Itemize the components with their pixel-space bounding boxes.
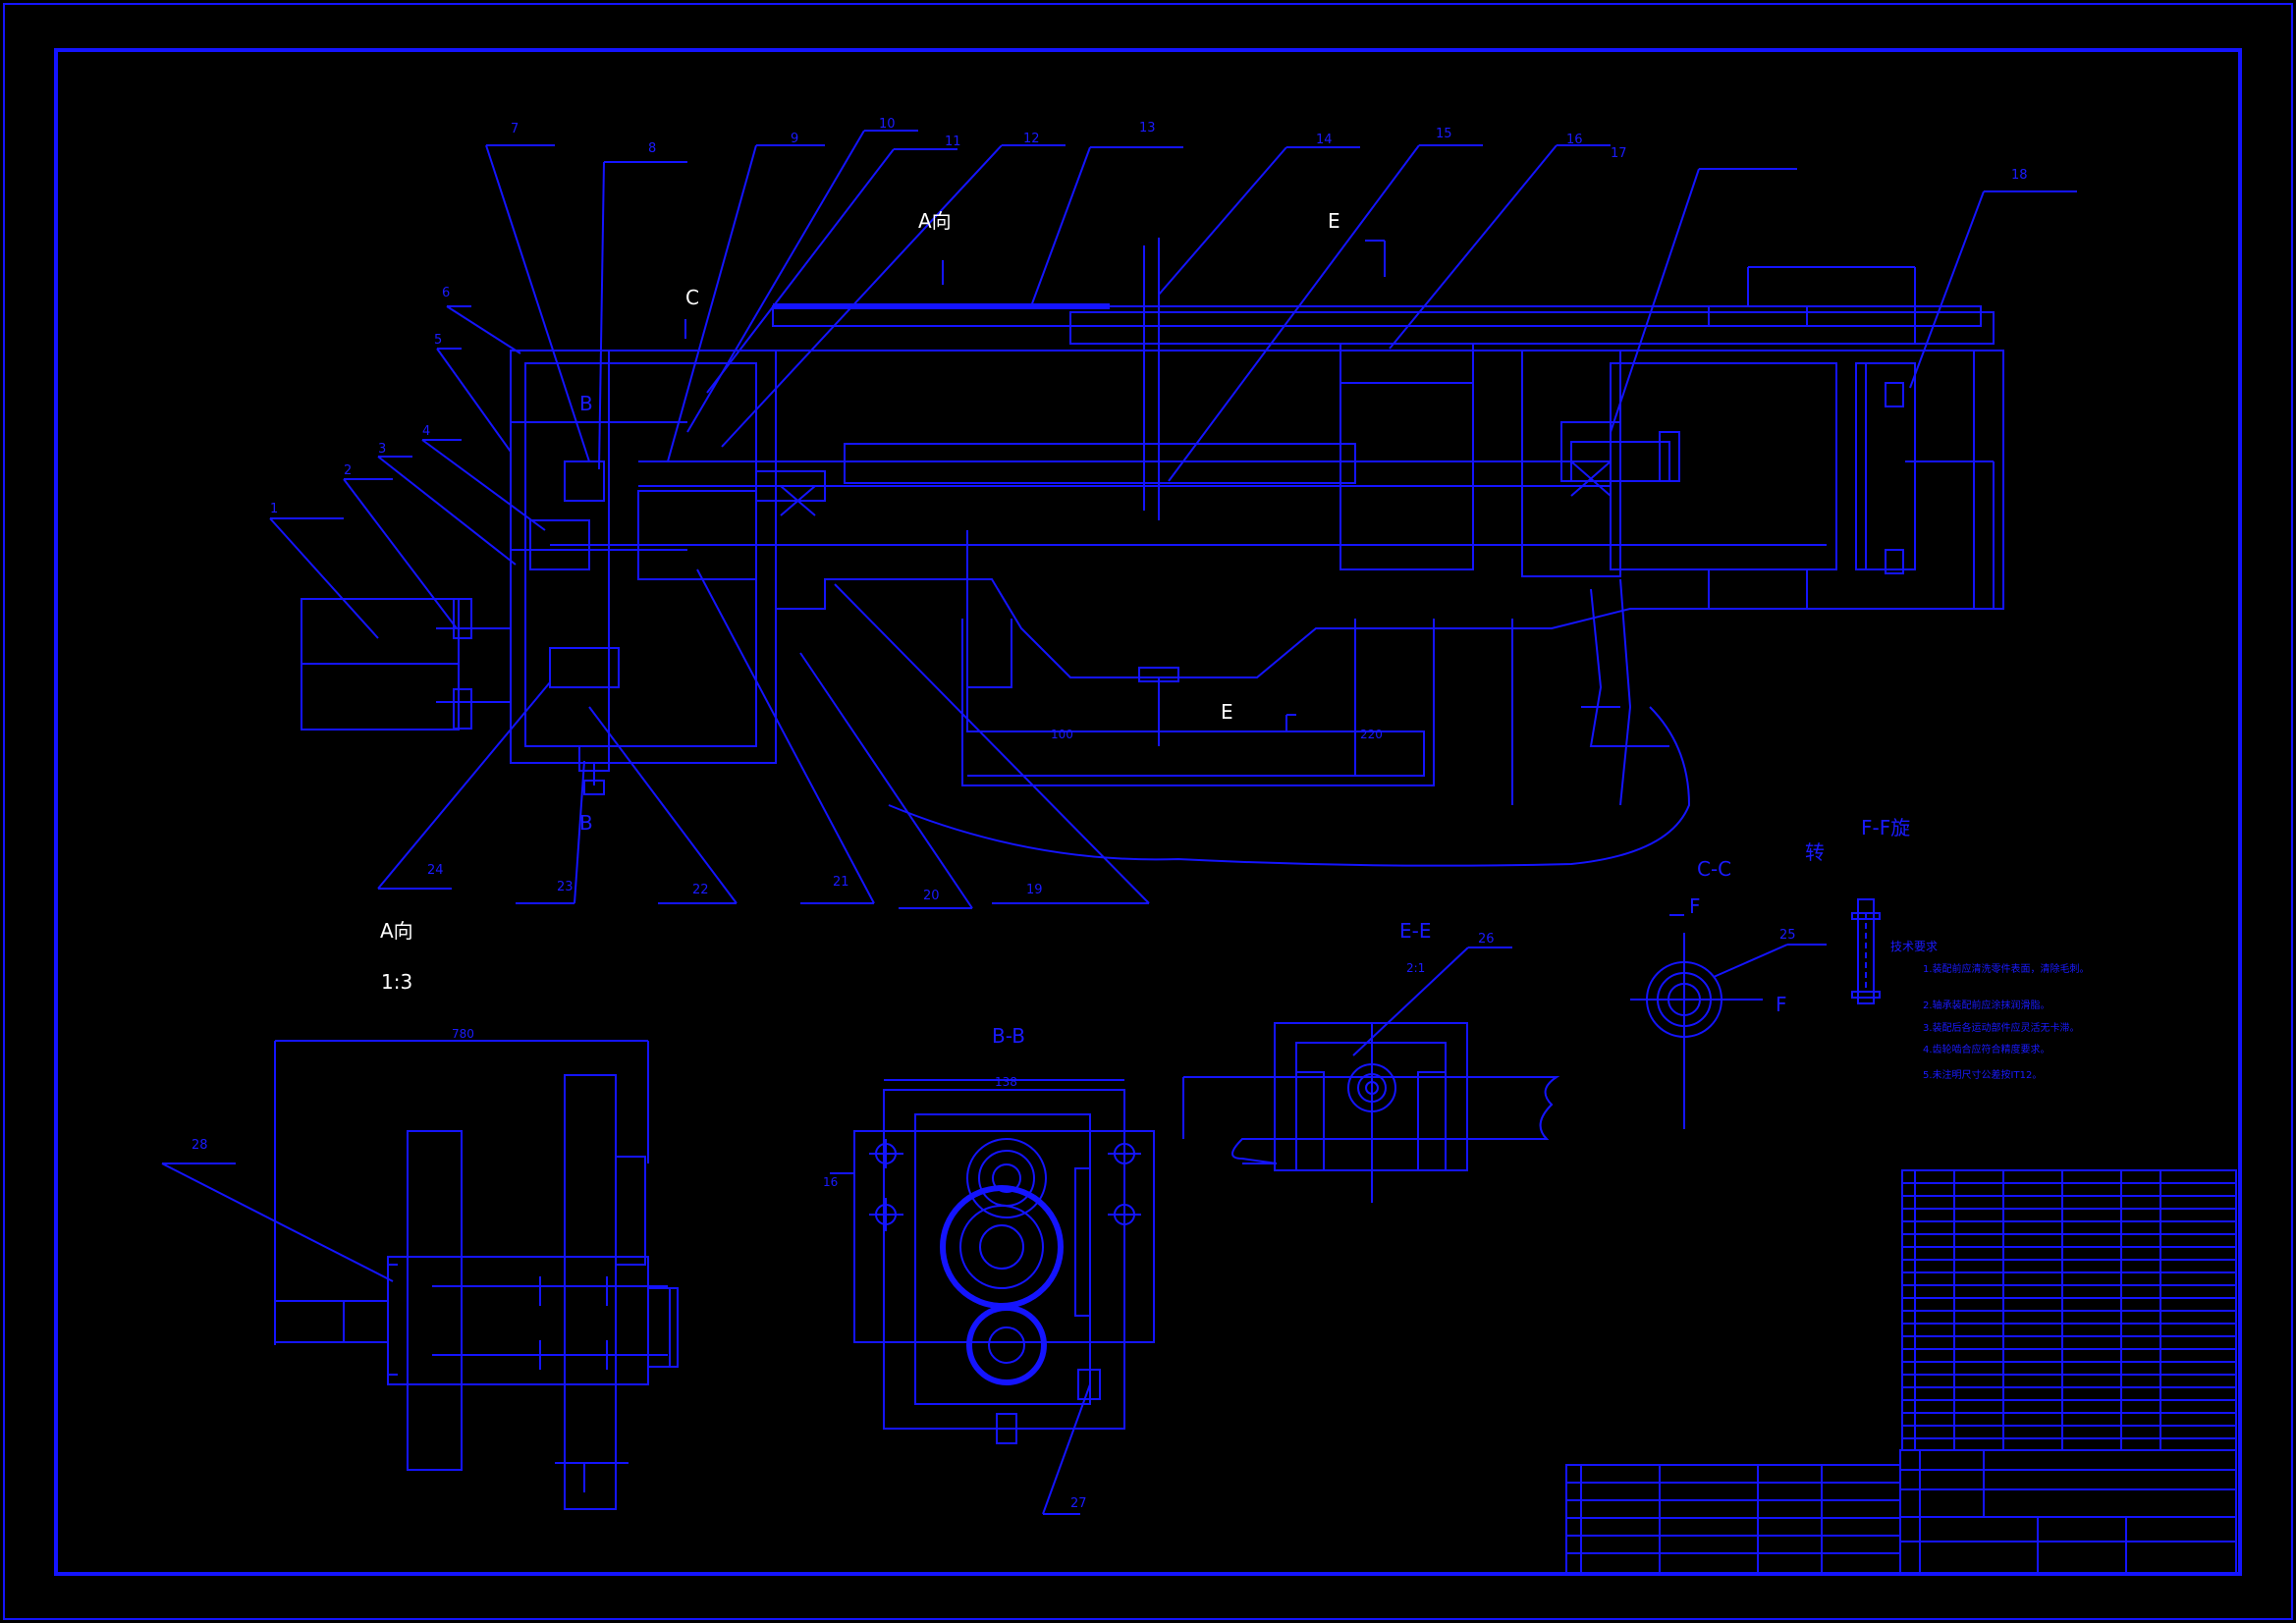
part-number: 4 — [422, 424, 430, 439]
bb-title: B-B — [992, 1024, 1025, 1048]
a-direction-view — [274, 1040, 679, 1510]
part-number: 26 — [1478, 932, 1495, 947]
part-number: 3 — [378, 442, 386, 457]
cc-f-top: F — [1689, 894, 1701, 918]
part-number: 10 — [879, 117, 896, 132]
ee-scale: 2:1 — [1406, 961, 1425, 975]
part-number: 21 — [833, 875, 849, 890]
tech-notes: 技术要求 1.装配前应清洗零件表面，清除毛刺。 2.轴承装配前应涂抹润滑脂。 3… — [1890, 940, 2090, 1081]
ee-title: E-E — [1399, 919, 1432, 943]
part-number: 22 — [692, 883, 709, 897]
ff-section-view — [1851, 898, 1881, 1004]
part-number: 27 — [1070, 1496, 1087, 1511]
ff-title-2: 转 — [1805, 840, 1825, 864]
main-view-a-label: A向 — [918, 209, 952, 233]
part-number: 23 — [557, 880, 574, 894]
tech-note-line: 1.装配前应清洗零件表面，清除毛刺。 — [1923, 962, 2090, 975]
dim-780: 780 — [452, 1027, 474, 1041]
ee-section-view — [1182, 1022, 1560, 1203]
dim-220: 220 — [1360, 728, 1383, 741]
part-number: 7 — [511, 122, 519, 136]
section-b-bottom: B — [579, 811, 593, 835]
part-number: 1 — [270, 502, 278, 516]
part-number: 13 — [1139, 121, 1156, 135]
part-number: 17 — [1611, 146, 1627, 161]
outer-border — [3, 3, 2293, 1620]
dim-16: 16 — [823, 1175, 838, 1189]
tech-note-line: 2.轴承装配前应涂抹润滑脂。 — [1923, 999, 2050, 1011]
dim-138: 138 — [995, 1075, 1017, 1089]
part-number: 11 — [945, 135, 961, 149]
part-number: 15 — [1436, 127, 1452, 141]
part-number: 9 — [791, 132, 798, 146]
bb-section-view — [830, 1079, 1155, 1444]
cc-f-right: F — [1776, 993, 1787, 1016]
view-a-scale: 1:3 — [381, 970, 412, 994]
cc-title: C-C — [1697, 857, 1731, 881]
tech-note-line: 3.装配后各运动部件应灵活无卡滞。 — [1923, 1021, 2080, 1034]
part-number: 18 — [2011, 168, 2028, 183]
part-number: 12 — [1023, 132, 1040, 146]
part-number: 2 — [344, 463, 352, 478]
part-number: 8 — [648, 141, 656, 156]
main-assembly-view — [301, 238, 2004, 867]
section-e-label-low: E — [1221, 700, 1233, 724]
view-a-title: A向 — [380, 919, 413, 943]
ff-title: F-F旋 — [1861, 816, 1910, 839]
inner-border — [54, 48, 2242, 1576]
section-c-label: C — [685, 286, 699, 309]
part-number: 16 — [1566, 133, 1583, 147]
dim-100: 100 — [1051, 728, 1073, 741]
leader-lines — [161, 130, 2077, 1515]
tech-note-line: 5.未注明尺寸公差按IT12。 — [1923, 1068, 2042, 1081]
part-number: 14 — [1316, 133, 1333, 147]
part-number: 6 — [442, 286, 450, 300]
part-number: 28 — [191, 1138, 208, 1153]
parts-list-table — [1565, 1169, 2237, 1574]
section-e-label: E — [1328, 209, 1340, 233]
cc-section-view — [1630, 914, 1763, 1129]
tech-notes-title: 技术要求 — [1890, 940, 1938, 953]
part-number: 19 — [1026, 883, 1043, 897]
part-number: 5 — [434, 333, 442, 348]
part-number: 24 — [427, 863, 444, 878]
part-number-labels: 1 2 3 4 5 6 7 8 9 10 11 12 13 14 15 16 1… — [191, 117, 2028, 1511]
section-b-top: B — [579, 392, 593, 415]
part-number: 25 — [1779, 928, 1796, 943]
part-number: 20 — [923, 889, 940, 903]
tech-note-line: 4.齿轮啮合应符合精度要求。 — [1923, 1043, 2050, 1055]
